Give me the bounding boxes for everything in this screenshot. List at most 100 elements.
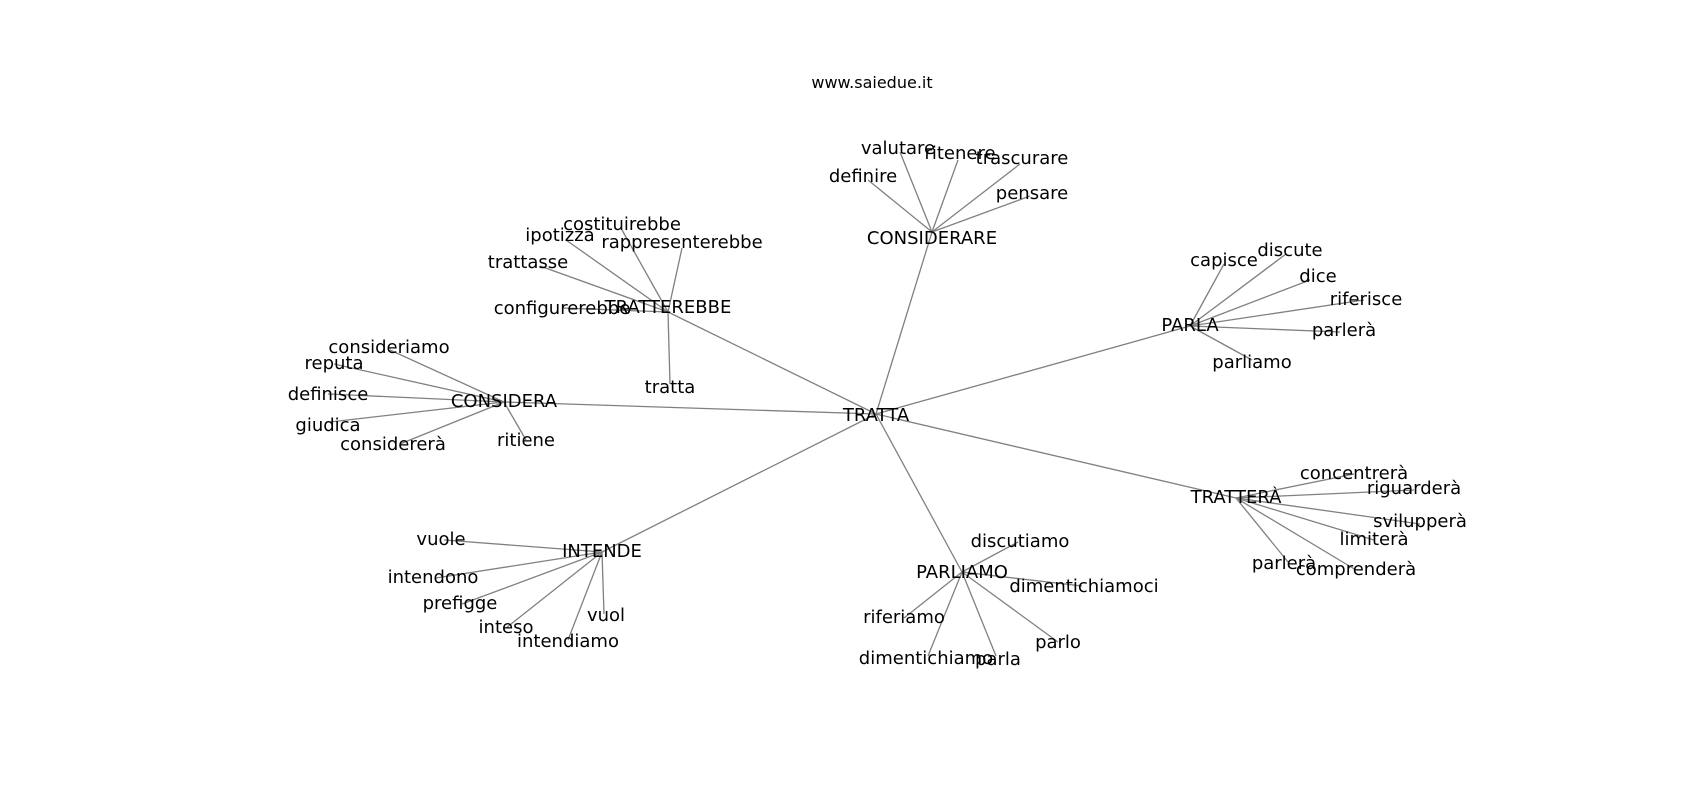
leaf-node-label: valutare (861, 138, 935, 159)
edge-hub-leaf (899, 151, 933, 233)
edge-hub-leaf (561, 307, 669, 313)
hub-node-label: INTENDE (562, 541, 642, 562)
edge-hub-leaf (867, 179, 933, 233)
leaf-node-label: consideriamo (328, 337, 449, 358)
edge-hub-leaf (1189, 299, 1365, 327)
edge-hub-leaf (1235, 497, 1357, 571)
edge-hub-leaf (667, 247, 683, 313)
edge-hub-leaf (1189, 253, 1287, 327)
leaf-node-label: reputa (304, 353, 363, 374)
edge-hub-leaf (927, 571, 963, 657)
edge-hub-leaf (1189, 279, 1311, 327)
edge-hub-leaf (961, 571, 1083, 587)
leaf-node-label: discute (1257, 240, 1322, 261)
leaf-node-label: capisce (1190, 250, 1258, 271)
leaf-node-label: considererà (340, 434, 446, 455)
edge-hub-leaf (1235, 497, 1289, 563)
hub-node-label: CONSIDERARE (867, 228, 997, 249)
edge-hub-leaf (329, 401, 505, 423)
edge-root-hub (875, 413, 1237, 499)
edge-hub-leaf (399, 401, 505, 445)
leaf-node-label: svilupperà (1373, 511, 1467, 532)
edge-root-hub (667, 311, 877, 415)
edge-hub-leaf (961, 571, 1059, 643)
leaf-node-label: rappresenterebbe (601, 232, 762, 253)
edge-root-hub (875, 325, 1191, 415)
edge-hub-leaf (1235, 497, 1375, 541)
leaf-node-label: vuol (587, 605, 625, 626)
site-watermark: www.saiedue.it (811, 73, 932, 92)
node-labels: TRATTA CONSIDERARE valutareriteneretrascur… (288, 138, 1467, 670)
leaf-node-label: vuole (416, 529, 465, 550)
leaf-node-label: pensare (996, 183, 1068, 204)
edge-hub-leaf (435, 551, 603, 579)
edge-hub-leaf (667, 311, 671, 385)
edge-hub-leaf (1189, 263, 1225, 327)
edge-hub-leaf (505, 551, 603, 629)
hub-node-label: CONSIDERA (451, 391, 558, 412)
leaf-node-label: riferisce (1330, 289, 1403, 310)
hub-node-label: PARLA (1161, 315, 1219, 336)
leaf-node-label: intendiamo (517, 631, 619, 652)
leaf-node-label: parliamo (1212, 352, 1291, 373)
edge-hub-leaf (931, 159, 959, 233)
edge-hub-leaf (333, 363, 505, 403)
leaf-node-label: ritenere (924, 143, 995, 164)
edge-root-hub (503, 401, 877, 415)
leaf-node-label: riguarderà (1367, 478, 1461, 499)
root-node-label: TRATTA (842, 405, 910, 426)
leaf-node-label: costituirebbe (563, 214, 681, 235)
leaf-node-label: parlo (1035, 632, 1081, 653)
leaf-node-label: riferiamo (863, 607, 945, 628)
leaf-node-label: dimentichiamo (859, 648, 993, 669)
edge-hub-leaf (903, 571, 963, 619)
edge-hub-leaf (539, 265, 669, 313)
hub-node-label: PARLIAMO (916, 562, 1008, 583)
leaf-node-label: parlerà (1312, 320, 1376, 341)
edges (327, 151, 1421, 657)
edge-root-hub (875, 231, 933, 415)
leaf-node-label: discutiamo (971, 531, 1070, 552)
leaf-node-label: dimentichiamoci (1009, 576, 1158, 597)
edge-hub-leaf (565, 239, 669, 313)
leaf-node-label: prefigge (423, 593, 498, 614)
edge-hub-leaf (931, 195, 1031, 233)
edge-hub-leaf (1189, 325, 1341, 333)
leaf-node-label: inteso (479, 617, 534, 638)
edge-hub-leaf (931, 163, 1021, 233)
leaf-node-label: definisce (288, 384, 369, 405)
edge-hub-leaf (389, 349, 505, 403)
edge-hub-leaf (961, 571, 997, 657)
hub-node-label: TRATTEREBBE (604, 297, 732, 318)
edge-hub-leaf (621, 229, 669, 313)
edge-hub-leaf (1235, 473, 1355, 499)
leaf-node-label: comprenderà (1296, 559, 1416, 580)
leaf-node-label: trattasse (488, 252, 568, 273)
leaf-node-label: tratta (645, 377, 696, 398)
leaf-node-label: concentrerà (1300, 463, 1408, 484)
edge-hub-leaf (1235, 489, 1415, 499)
edge-hub-leaf (503, 401, 527, 441)
edge-hub-leaf (567, 551, 603, 641)
leaf-node-label: configurerebbe (494, 298, 631, 319)
edge-root-hub (875, 413, 963, 573)
edge-hub-leaf (443, 539, 603, 553)
leaf-node-label: trascurare (976, 148, 1069, 169)
leaf-node-label: definire (829, 166, 897, 187)
edge-root-hub (601, 413, 877, 553)
edge-hub-leaf (327, 393, 505, 403)
hub-node-label: TRATTERÀ (1190, 486, 1283, 508)
leaf-node-label: ritiene (497, 430, 555, 451)
leaf-node-label: dice (1299, 266, 1336, 287)
leaf-node-label: limiterà (1339, 529, 1408, 550)
leaf-node-label: giudica (295, 415, 360, 436)
edge-hub-leaf (601, 551, 605, 615)
edge-hub-leaf (461, 551, 603, 605)
edge-hub-leaf (1189, 325, 1253, 361)
edge-hub-leaf (1235, 497, 1421, 525)
leaf-node-label: parla (975, 649, 1021, 670)
leaf-node-label: parlerà (1252, 553, 1316, 574)
edge-hub-leaf (961, 541, 1019, 573)
leaf-node-label: intendono (388, 567, 479, 588)
